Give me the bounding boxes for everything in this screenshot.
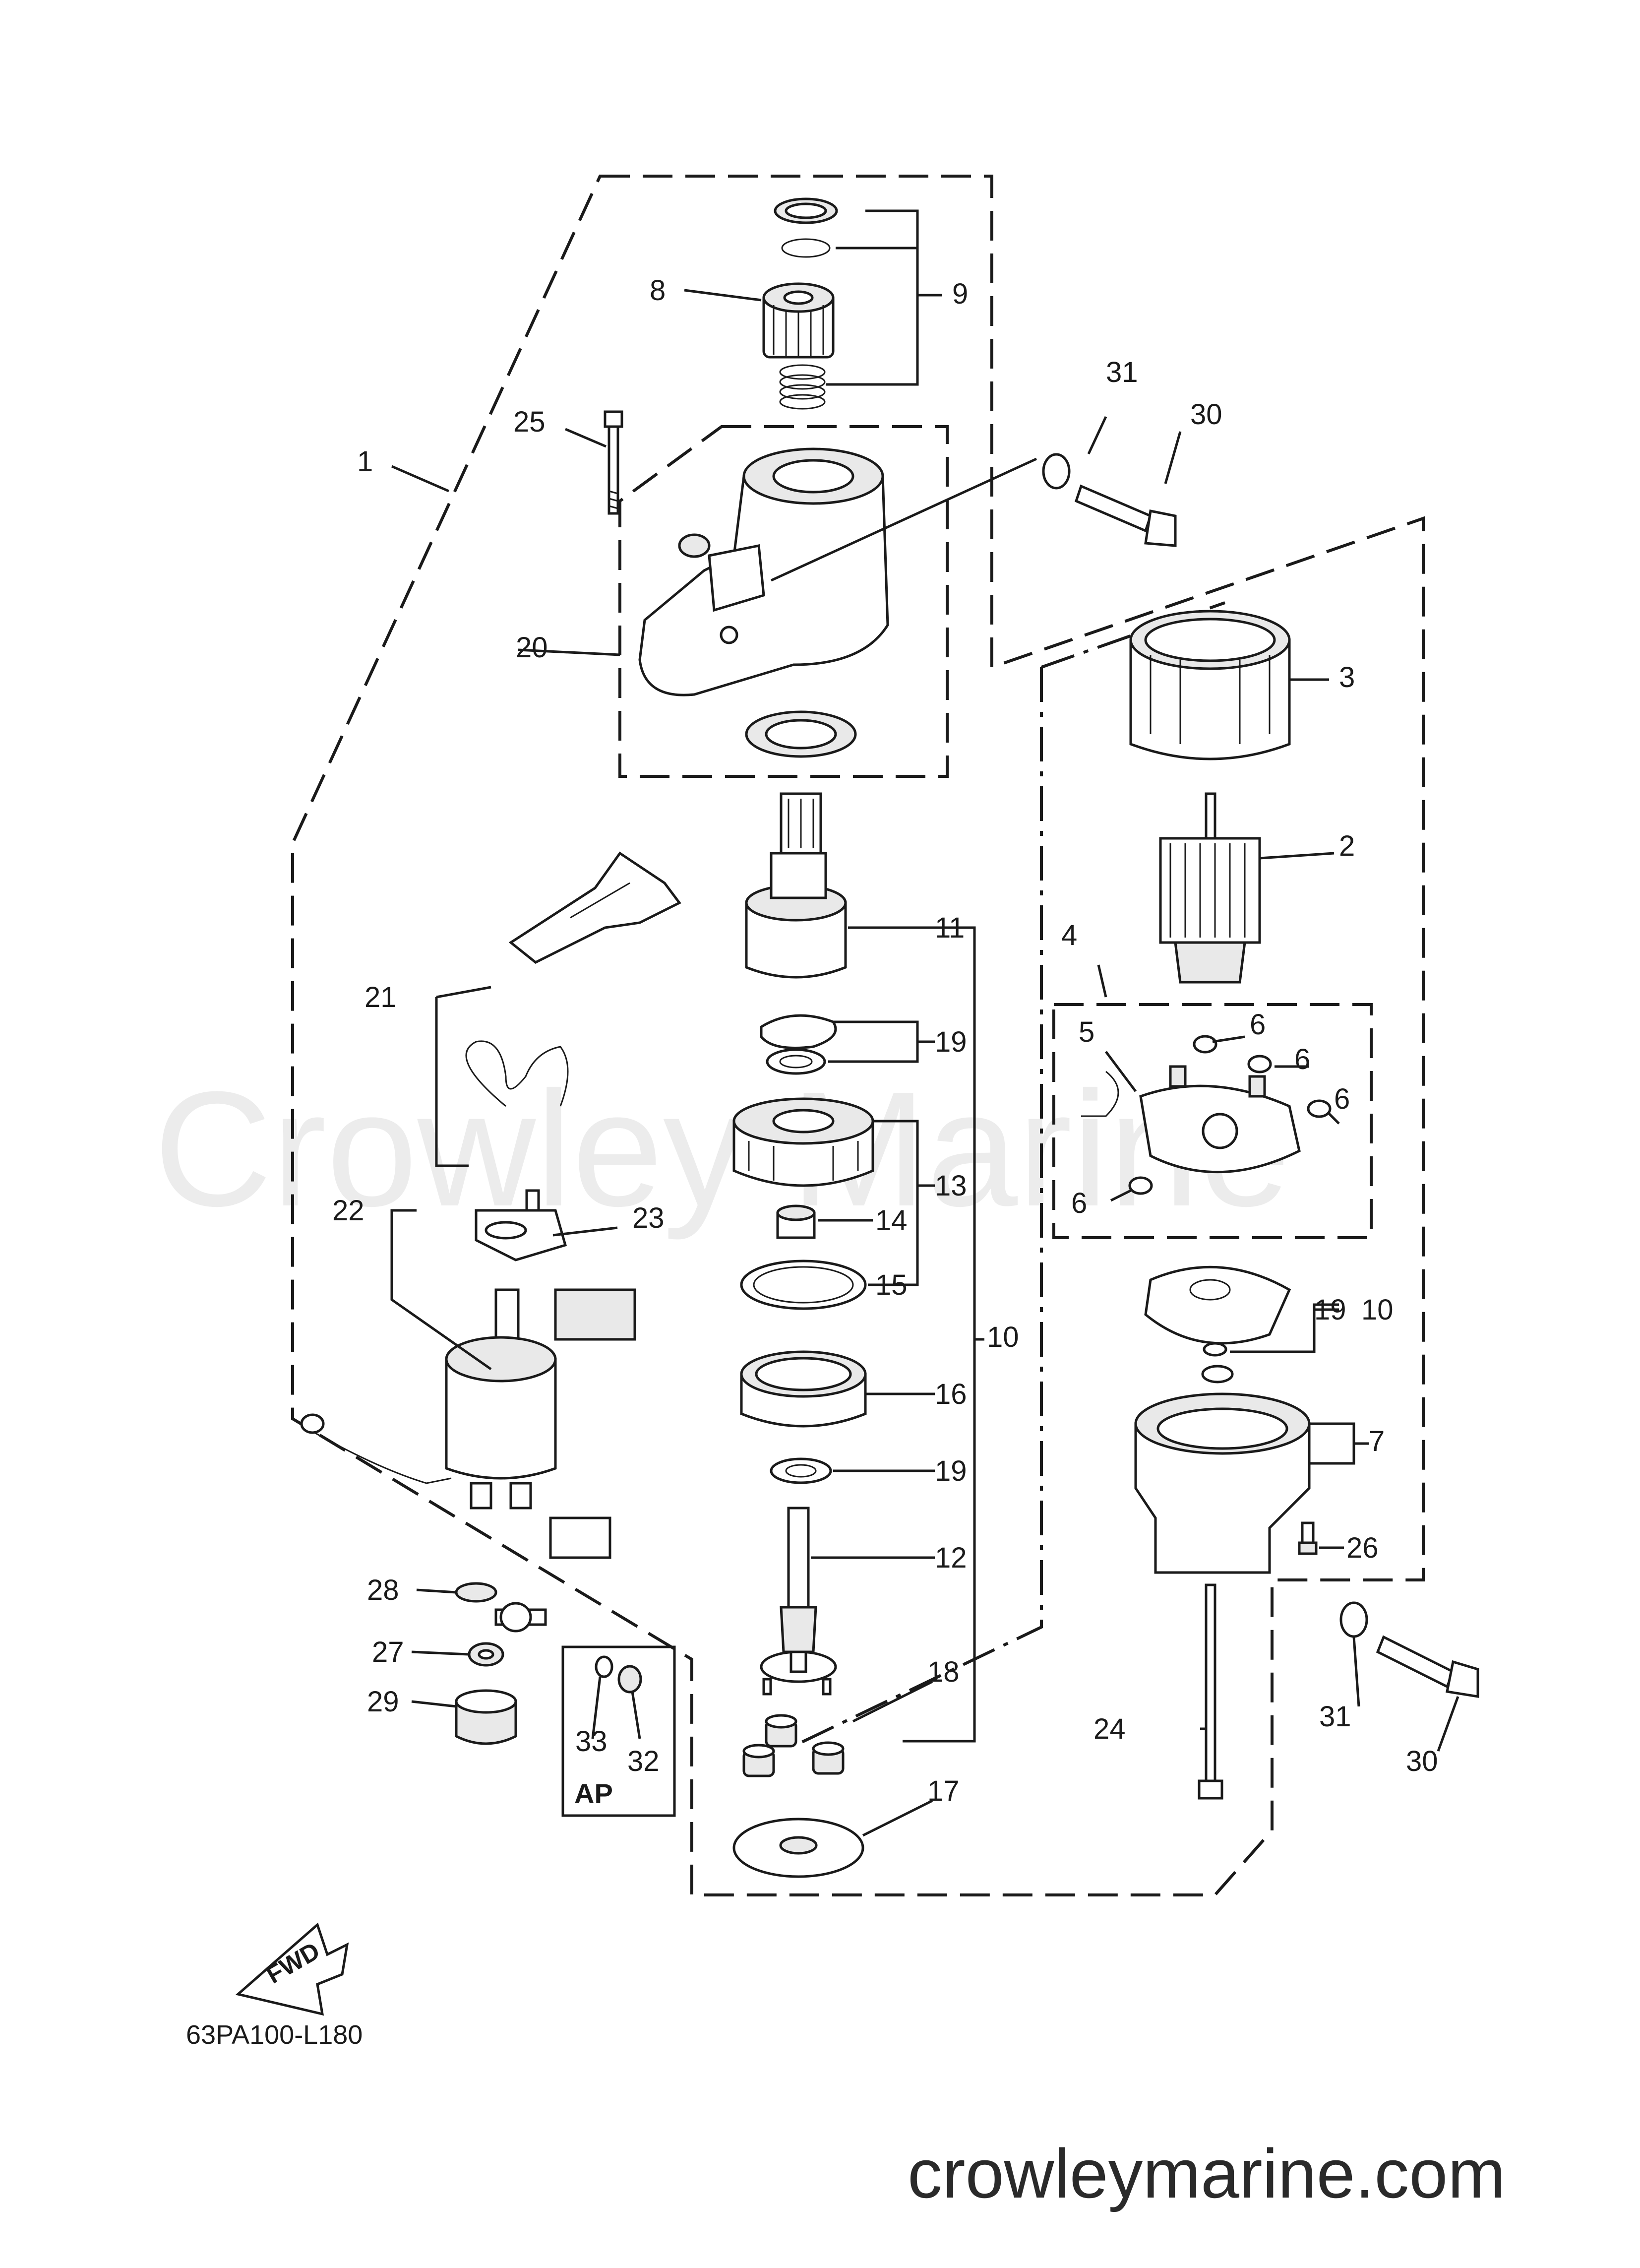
callout-28: 28: [367, 1574, 399, 1606]
washer-part-31-top: [1042, 453, 1071, 490]
callout-27: 27: [372, 1636, 404, 1668]
ap-box: [561, 1645, 676, 1817]
yoke-part-3: [1129, 610, 1291, 760]
callout-2: 2: [1339, 830, 1355, 862]
callout-14: 14: [875, 1204, 908, 1237]
callout-31-b: 31: [1319, 1701, 1351, 1733]
nut-part-27: [468, 1642, 504, 1667]
assembly-outline-10: [792, 601, 1225, 1748]
bushing-part-14: [776, 1204, 816, 1239]
callout-5: 5: [1079, 1016, 1094, 1048]
front-housing-part-20: [638, 447, 889, 696]
callout-20: 20: [516, 631, 548, 664]
lever-part-21: [465, 851, 681, 1107]
callout-6-b: 6: [1294, 1043, 1310, 1075]
callout-26: 26: [1346, 1532, 1379, 1564]
ap-label: AP: [574, 1778, 613, 1809]
callout-6-d: 6: [1071, 1187, 1087, 1219]
callout-19-c: 19: [1314, 1294, 1346, 1326]
callout-3: 3: [1339, 661, 1355, 693]
fitting-part-28: [455, 1582, 547, 1633]
washer-part-33: [595, 1655, 613, 1678]
bolt-part-25: [604, 410, 623, 515]
watermark: Crowley Marine: [154, 1057, 1290, 1241]
ring-part-15: [740, 1260, 867, 1310]
callout-25: 25: [513, 406, 546, 438]
washer-part-31-bottom: [1339, 1601, 1368, 1638]
callout-4: 4: [1061, 919, 1077, 951]
callout-7: 7: [1369, 1425, 1385, 1457]
assembly-outline-1: [291, 175, 1425, 1896]
callout-labels: 1 2 3 4 5 6 6 6 6 7 8 9 10 10 11 12 13 1…: [332, 274, 1438, 1807]
pinion-gear-part-8: [762, 282, 835, 359]
callout-32: 32: [627, 1745, 660, 1777]
callout-13: 13: [935, 1170, 967, 1202]
plate-part-17: [732, 1818, 864, 1878]
diagram-code: 63PA100-L180: [186, 2020, 363, 2050]
callout-15: 15: [875, 1269, 908, 1301]
callout-9: 9: [952, 278, 968, 310]
fwd-arrow-icon: [235, 1922, 349, 2016]
callout-6-a: 6: [1250, 1008, 1266, 1041]
brush-holder-part-4: [1081, 1035, 1332, 1195]
callout-11: 11: [935, 912, 965, 944]
callout-12: 12: [935, 1542, 967, 1574]
callout-10-b: 10: [1361, 1294, 1394, 1326]
spring-part-9: [779, 364, 826, 410]
brush-plate-part-19: [1144, 1265, 1291, 1357]
circlip-part-19: [760, 1014, 837, 1075]
callout-29: 29: [367, 1686, 399, 1718]
callout-18: 18: [927, 1656, 960, 1688]
armature-part-2: [1159, 792, 1261, 984]
bolt-part-30-bottom: [1376, 1635, 1479, 1698]
bolt-part-30-top: [1074, 484, 1177, 547]
callout-19-a: 19: [935, 1026, 967, 1058]
cap-part-29: [455, 1689, 517, 1745]
screw-part-26: [1298, 1521, 1318, 1555]
callout-31-a: 31: [1106, 356, 1138, 388]
washer-part-19: [770, 1457, 832, 1484]
callout-19-b: 19: [935, 1455, 967, 1487]
callout-10-a: 10: [987, 1321, 1019, 1353]
callout-21: 21: [364, 981, 397, 1013]
callout-30-b: 30: [1406, 1745, 1438, 1777]
callout-22: 22: [332, 1195, 364, 1227]
rear-cover-part-7: [1134, 1365, 1311, 1574]
callout-6-c: 6: [1334, 1083, 1350, 1115]
gear-housing-part-13: [732, 1097, 874, 1187]
shaft-part-12: [760, 1507, 837, 1696]
assembly-outline-20: [618, 425, 949, 778]
site-name: crowleymarine.com: [908, 2135, 1506, 2212]
assembly-outline-4: [1052, 1003, 1373, 1239]
clutch-part-11: [745, 792, 847, 979]
callout-8: 8: [650, 274, 666, 307]
nut-part-32: [617, 1665, 642, 1694]
through-bolt-part-24: [1198, 1583, 1223, 1800]
bearing-part-20: [745, 710, 857, 758]
leader-lines: [390, 209, 1459, 1837]
seal-ring-part-9: [774, 197, 838, 258]
callout-30-a: 30: [1190, 398, 1222, 431]
internal-gear-part-16: [740, 1350, 867, 1428]
callout-16: 16: [935, 1378, 967, 1410]
callout-17: 17: [927, 1775, 960, 1807]
callout-23: 23: [632, 1202, 665, 1234]
solenoid-part-22: [300, 1189, 567, 1510]
seal-part-23: [549, 1288, 636, 1559]
callout-24: 24: [1093, 1713, 1126, 1745]
callout-1: 1: [357, 445, 373, 478]
callout-33: 33: [575, 1725, 607, 1758]
planet-gears-part-18: [742, 1714, 845, 1777]
